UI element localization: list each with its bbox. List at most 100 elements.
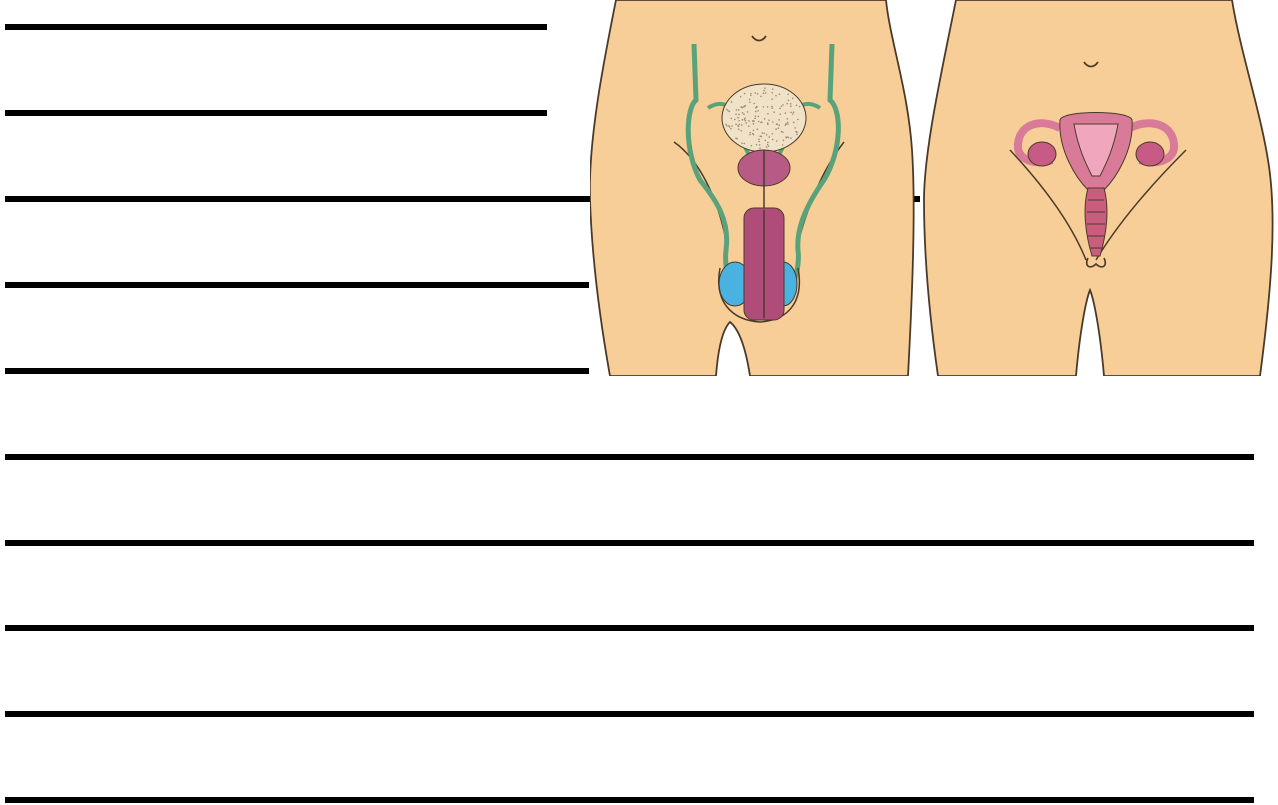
bladder-stipple <box>756 144 758 146</box>
bladder-stipple <box>757 93 759 95</box>
answer-line-9 <box>5 711 1254 717</box>
bladder-stipple <box>779 108 781 110</box>
bladder-stipple <box>758 141 760 143</box>
bladder-stipple <box>785 112 787 114</box>
bladder-stipple <box>766 146 768 148</box>
bladder-stipple <box>777 124 779 126</box>
bladder-stipple <box>753 134 755 136</box>
bladder-stipple <box>778 119 780 121</box>
bladder-stipple <box>762 132 764 134</box>
bladder-stipple <box>779 93 781 95</box>
bladder-stipple <box>793 122 795 124</box>
bladder-stipple <box>755 115 757 117</box>
bladder-stipple <box>742 119 744 121</box>
bladder-stipple <box>753 130 755 132</box>
bladder-stipple <box>767 113 769 115</box>
bladder-stipple <box>783 140 785 142</box>
bladder-stipple <box>763 106 765 108</box>
bladder-stipple <box>758 121 760 123</box>
female-panel <box>924 0 1273 376</box>
bladder-stipple <box>787 118 789 120</box>
answer-line-7 <box>5 540 1254 546</box>
bladder-stipple <box>771 107 773 109</box>
bladder-stipple <box>782 104 784 106</box>
bladder-stipple <box>782 144 784 146</box>
bladder-stipple <box>760 96 762 98</box>
bladder-stipple <box>742 112 744 114</box>
bladder-stipple <box>781 131 783 133</box>
bladder-stipple <box>790 112 792 114</box>
bladder-stipple <box>787 123 789 125</box>
bladder-stipple <box>749 101 751 103</box>
bladder-stipple <box>735 138 737 140</box>
bladder-stipple <box>765 92 767 94</box>
bladder-stipple <box>788 137 790 139</box>
bladder-stipple <box>767 106 769 108</box>
bladder-stipple <box>786 103 788 105</box>
answer-line-8 <box>5 625 1254 631</box>
bladder-stipple <box>761 121 763 123</box>
bladder-stipple <box>726 125 728 127</box>
bladder-stipple <box>740 96 742 98</box>
bladder-stipple <box>727 110 729 112</box>
bladder-stipple <box>772 139 774 141</box>
bladder-stipple <box>749 99 751 101</box>
answer-line-6 <box>5 454 1254 460</box>
bladder-stipple <box>747 111 749 113</box>
bladder-stipple <box>792 98 794 100</box>
bladder-stipple <box>739 123 741 125</box>
bladder-stipple <box>731 125 733 127</box>
bladder-stipple <box>763 133 765 135</box>
bladder-stipple <box>744 93 746 95</box>
bladder-stipple <box>787 93 789 95</box>
bladder-stipple <box>763 90 765 92</box>
bladder-stipple <box>759 144 761 146</box>
bladder <box>722 84 806 152</box>
bladder-stipple <box>758 138 760 140</box>
bladder-stipple <box>767 142 769 144</box>
ovary-left <box>1028 142 1056 166</box>
answer-line-4 <box>5 282 589 288</box>
bladder-stipple <box>738 109 740 111</box>
bladder-stipple <box>749 134 751 136</box>
bladder-stipple <box>755 111 757 113</box>
bladder-stipple <box>795 131 797 133</box>
bladder-stipple <box>751 145 753 147</box>
bladder-stipple <box>787 121 789 123</box>
bladder-stipple <box>748 120 750 122</box>
answer-line-10 <box>5 797 1254 803</box>
bladder-stipple <box>750 93 752 95</box>
bladder-stipple <box>755 92 757 94</box>
bladder-stipple <box>725 124 727 126</box>
bladder-stipple <box>773 111 775 113</box>
bladder-stipple <box>744 117 746 119</box>
answer-line-1 <box>5 24 547 30</box>
bladder-stipple <box>753 123 755 125</box>
bladder-stipple <box>750 95 752 97</box>
bladder-stipple <box>772 121 774 123</box>
bladder-stipple <box>768 119 770 121</box>
bladder-stipple <box>738 120 740 122</box>
bladder-stipple <box>782 131 784 133</box>
bladder-stipple <box>743 113 745 115</box>
bladder-stipple <box>738 114 740 116</box>
bladder-stipple <box>771 98 773 100</box>
bladder-stipple <box>743 143 745 145</box>
bladder-stipple <box>796 134 798 136</box>
bladder-stipple <box>740 130 742 132</box>
bladder-stipple <box>735 123 737 125</box>
bladder-stipple <box>785 124 787 126</box>
bladder-stipple <box>790 137 792 139</box>
bladder-stipple <box>757 110 759 112</box>
bladder-stipple <box>778 127 780 129</box>
bladder-stipple <box>729 111 731 113</box>
ovary-right <box>1136 142 1164 166</box>
bladder-stipple <box>761 136 763 138</box>
bladder-stipple <box>775 95 777 97</box>
bladder-stipple <box>735 113 737 115</box>
answer-line-2 <box>5 110 547 116</box>
reproductive-system-illustration <box>590 0 1278 376</box>
bladder-stipple <box>790 105 792 107</box>
bladder-stipple <box>790 103 792 105</box>
bladder-stipple <box>737 125 739 127</box>
